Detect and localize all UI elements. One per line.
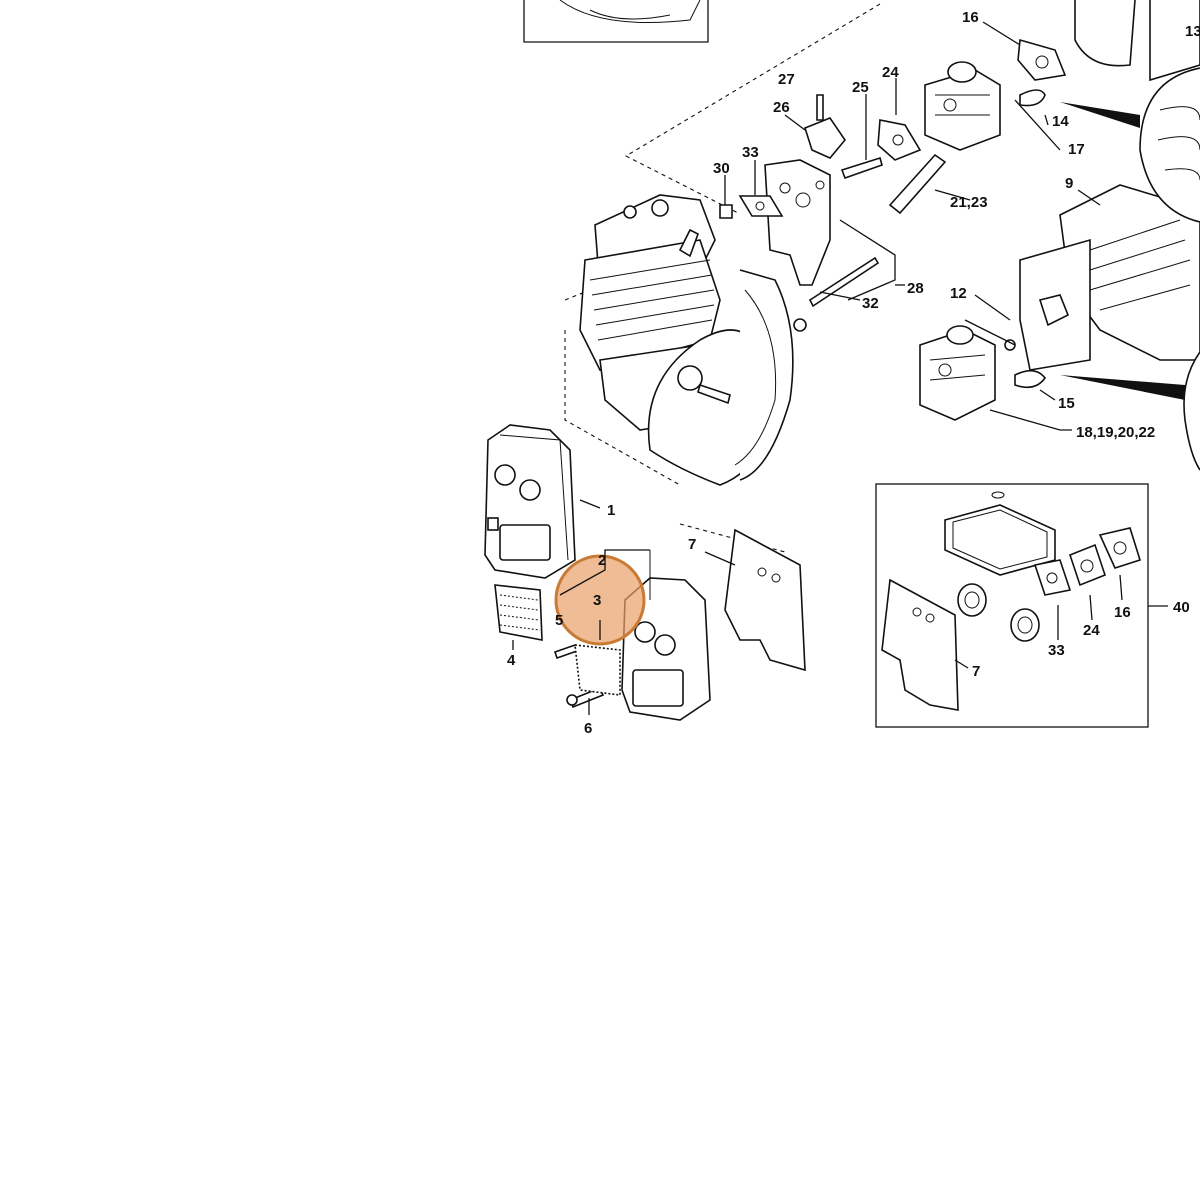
callout-15: 15 — [1058, 395, 1075, 412]
callout-16: 16 — [1114, 604, 1131, 621]
callout-30: 30 — [713, 160, 730, 177]
callout-12: 12 — [950, 285, 967, 302]
callout-7: 7 — [972, 663, 980, 680]
screws-5-6-parts — [553, 643, 605, 709]
gasket-7-part — [724, 528, 806, 672]
spark-screen-4-part — [494, 584, 543, 641]
callout-5: 5 — [555, 612, 563, 629]
callout-32: 32 — [862, 295, 879, 312]
highlight-circle[interactable] — [554, 554, 646, 646]
top-right-housing-part — [1074, 0, 1200, 82]
callout-7: 7 — [688, 536, 696, 553]
callout-26: 26 — [773, 99, 790, 116]
callout-33: 33 — [742, 144, 759, 161]
gasket-and-rod-parts — [877, 119, 947, 215]
carburetor-top-part — [924, 61, 1046, 151]
callout-3: 3 — [593, 592, 601, 609]
filter-base-part — [1019, 238, 1091, 371]
callout-2: 2 — [598, 552, 606, 569]
callout-27: 27 — [778, 71, 795, 88]
muffler-1-part — [484, 424, 576, 579]
callout-18-19-20-22: 18,19,20,22 — [1076, 424, 1155, 441]
intake-manifold-part — [719, 94, 883, 308]
callout-leader-lines — [512, 21, 1168, 715]
carburetor-bottom-part — [919, 325, 1046, 421]
callout-9: 9 — [1065, 175, 1073, 192]
callout-6: 6 — [584, 720, 592, 737]
callout-21-23: 21,23 — [950, 194, 988, 211]
callout-16: 16 — [962, 9, 979, 26]
callout-40: 40 — [1173, 599, 1190, 616]
callout-4: 4 — [507, 652, 516, 669]
callout-24: 24 — [1083, 622, 1100, 639]
callout-labels: 16 13 27 24 25 26 14 17 33 30 9 21,23 28… — [507, 9, 1200, 737]
detail-magnifier-insets — [1060, 67, 1200, 471]
callout-24: 24 — [882, 64, 899, 81]
callout-17: 17 — [1068, 141, 1085, 158]
callout-13: 13 — [1185, 23, 1200, 40]
muffler-2-part — [574, 550, 711, 721]
gasket-16-top-part — [1017, 38, 1067, 81]
top-inset-box — [523, 0, 709, 43]
callout-33: 33 — [1048, 642, 1065, 659]
callout-28: 28 — [907, 280, 924, 297]
air-filter-housing-part — [1059, 184, 1200, 361]
callout-14: 14 — [1052, 113, 1069, 130]
callout-1: 1 — [607, 502, 615, 519]
engine-cylinder-part — [579, 194, 807, 486]
gasket-kit-40-box — [875, 483, 1149, 728]
callout-25: 25 — [852, 79, 869, 96]
selected-part-3-highlight[interactable] — [554, 549, 650, 646]
